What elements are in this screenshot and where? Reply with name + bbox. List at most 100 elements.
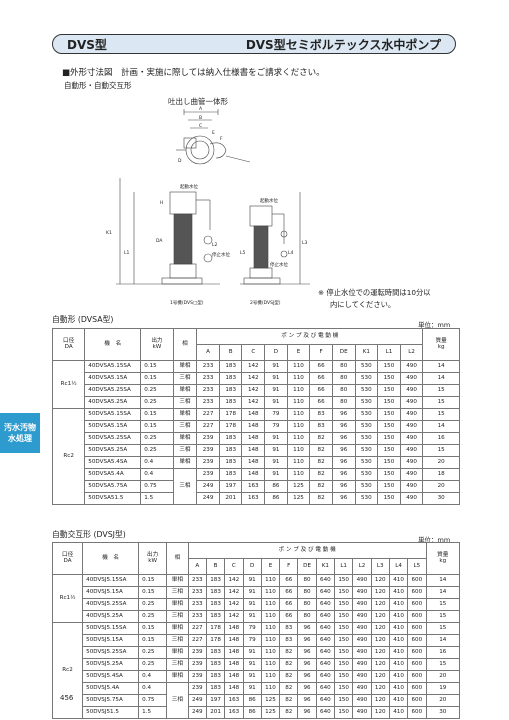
value-cell: 96 — [331, 444, 356, 457]
phase-cell: 三相 — [166, 682, 189, 719]
value-cell: 91 — [242, 682, 262, 695]
value-cell: 600 — [407, 598, 427, 611]
value-cell: 86 — [242, 706, 262, 719]
value-cell: 150 — [377, 360, 401, 373]
value-cell: 82 — [279, 682, 299, 695]
value-cell: 490 — [399, 480, 424, 493]
value-cell: 150 — [334, 598, 354, 611]
label-F: F — [220, 136, 223, 142]
value-cell: 233 — [196, 384, 220, 397]
phase-cell: 三相 — [166, 634, 189, 647]
value-cell: 96 — [297, 694, 317, 707]
value-cell: 148 — [224, 622, 244, 635]
value-cell: 148 — [224, 670, 244, 683]
table1-title: 自動形 (DVSA型) — [52, 315, 114, 324]
value-cell: 150 — [334, 658, 354, 671]
value-cell: 110 — [286, 408, 311, 421]
label-start-1: 起動水位 — [180, 183, 198, 190]
value-cell: 490 — [352, 682, 372, 695]
value-cell: 600 — [407, 694, 427, 707]
value-cell: 110 — [260, 598, 281, 611]
phase-cell: 三相 — [172, 468, 198, 505]
output-cell: 0.4 — [140, 468, 174, 481]
value-cell: 125 — [260, 694, 281, 707]
label-stop-1: 停止水位 — [212, 251, 230, 258]
value-cell: 82 — [279, 646, 299, 659]
value-cell: 96 — [331, 492, 356, 505]
value-cell: 15 — [425, 598, 460, 611]
output-cell: 0.25 — [138, 598, 168, 611]
t1-group-header: ポ ン プ 及 び 電 動 機 — [196, 328, 424, 345]
value-cell: 490 — [399, 444, 424, 457]
label-L1: L1 — [124, 250, 130, 256]
value-cell: 201 — [205, 706, 226, 719]
value-cell: 490 — [352, 634, 372, 647]
label-A: A — [199, 106, 203, 112]
value-cell: 110 — [286, 468, 311, 481]
value-cell: 183 — [218, 456, 243, 469]
value-cell: 82 — [309, 432, 333, 445]
model-cell: 50DVSJ5.25A — [82, 658, 140, 671]
value-cell: 91 — [264, 444, 288, 457]
value-cell: 148 — [241, 432, 266, 445]
value-cell: 183 — [205, 574, 226, 587]
value-cell: 233 — [187, 610, 207, 623]
phase-cell: 単相 — [166, 670, 189, 683]
model-cell: 40DVSA5.15A — [84, 372, 142, 385]
col-header-k1: K1 — [315, 558, 336, 575]
value-cell: 15 — [425, 610, 460, 623]
output-cell: 0.15 — [138, 586, 168, 599]
value-cell: 80 — [297, 574, 317, 587]
output-cell: 0.15 — [140, 408, 174, 421]
output-cell: 0.15 — [138, 574, 168, 587]
model-cell: 50DVSA5.4SA — [84, 456, 142, 469]
value-cell: 110 — [286, 420, 311, 433]
value-cell: 91 — [242, 610, 262, 623]
col-header-a: A — [187, 558, 207, 575]
value-cell: 410 — [388, 670, 409, 683]
value-cell: 239 — [187, 646, 207, 659]
phase-cell: 単相 — [172, 432, 198, 445]
value-cell: 150 — [334, 574, 354, 587]
value-cell: 14 — [425, 634, 460, 647]
table1-unit: 単位：mm — [418, 321, 451, 329]
phase-cell: 三相 — [172, 420, 198, 433]
value-cell: 600 — [407, 670, 427, 683]
value-cell: 530 — [354, 396, 379, 409]
value-cell: 15 — [422, 444, 460, 457]
label-DA: DA — [156, 238, 163, 244]
value-cell: 163 — [241, 492, 266, 505]
side-tab-line-2: 水処理 — [8, 434, 32, 443]
output-cell: 0.25 — [140, 444, 174, 457]
value-cell: 66 — [279, 598, 299, 611]
value-cell: 490 — [352, 670, 372, 683]
value-cell: 490 — [399, 408, 424, 421]
value-cell: 15 — [422, 384, 460, 397]
value-cell: 142 — [224, 610, 244, 623]
t2-phase-header: 相 — [166, 542, 189, 575]
value-cell: 110 — [260, 586, 281, 599]
output-cell: 0.15 — [138, 622, 168, 635]
value-cell: 83 — [279, 622, 299, 635]
value-cell: 227 — [196, 420, 220, 433]
label-L5: L5 — [240, 250, 246, 256]
value-cell: 490 — [399, 420, 424, 433]
value-cell: 239 — [187, 670, 207, 683]
value-cell: 96 — [331, 432, 356, 445]
model-cell: 40DVSJ5.15SA — [82, 574, 140, 587]
value-cell: 183 — [205, 658, 226, 671]
category-side-tab: 汚水汚物 水処理 — [0, 413, 40, 453]
value-cell: 15 — [425, 622, 460, 635]
value-cell: 249 — [187, 694, 207, 707]
value-cell: 14 — [425, 586, 460, 599]
model-cell: 50DVSJ5.75A — [82, 694, 140, 707]
value-cell: 640 — [315, 622, 336, 635]
value-cell: 490 — [352, 598, 372, 611]
value-cell: 530 — [354, 372, 379, 385]
value-cell: 150 — [377, 468, 401, 481]
value-cell: 82 — [309, 444, 333, 457]
